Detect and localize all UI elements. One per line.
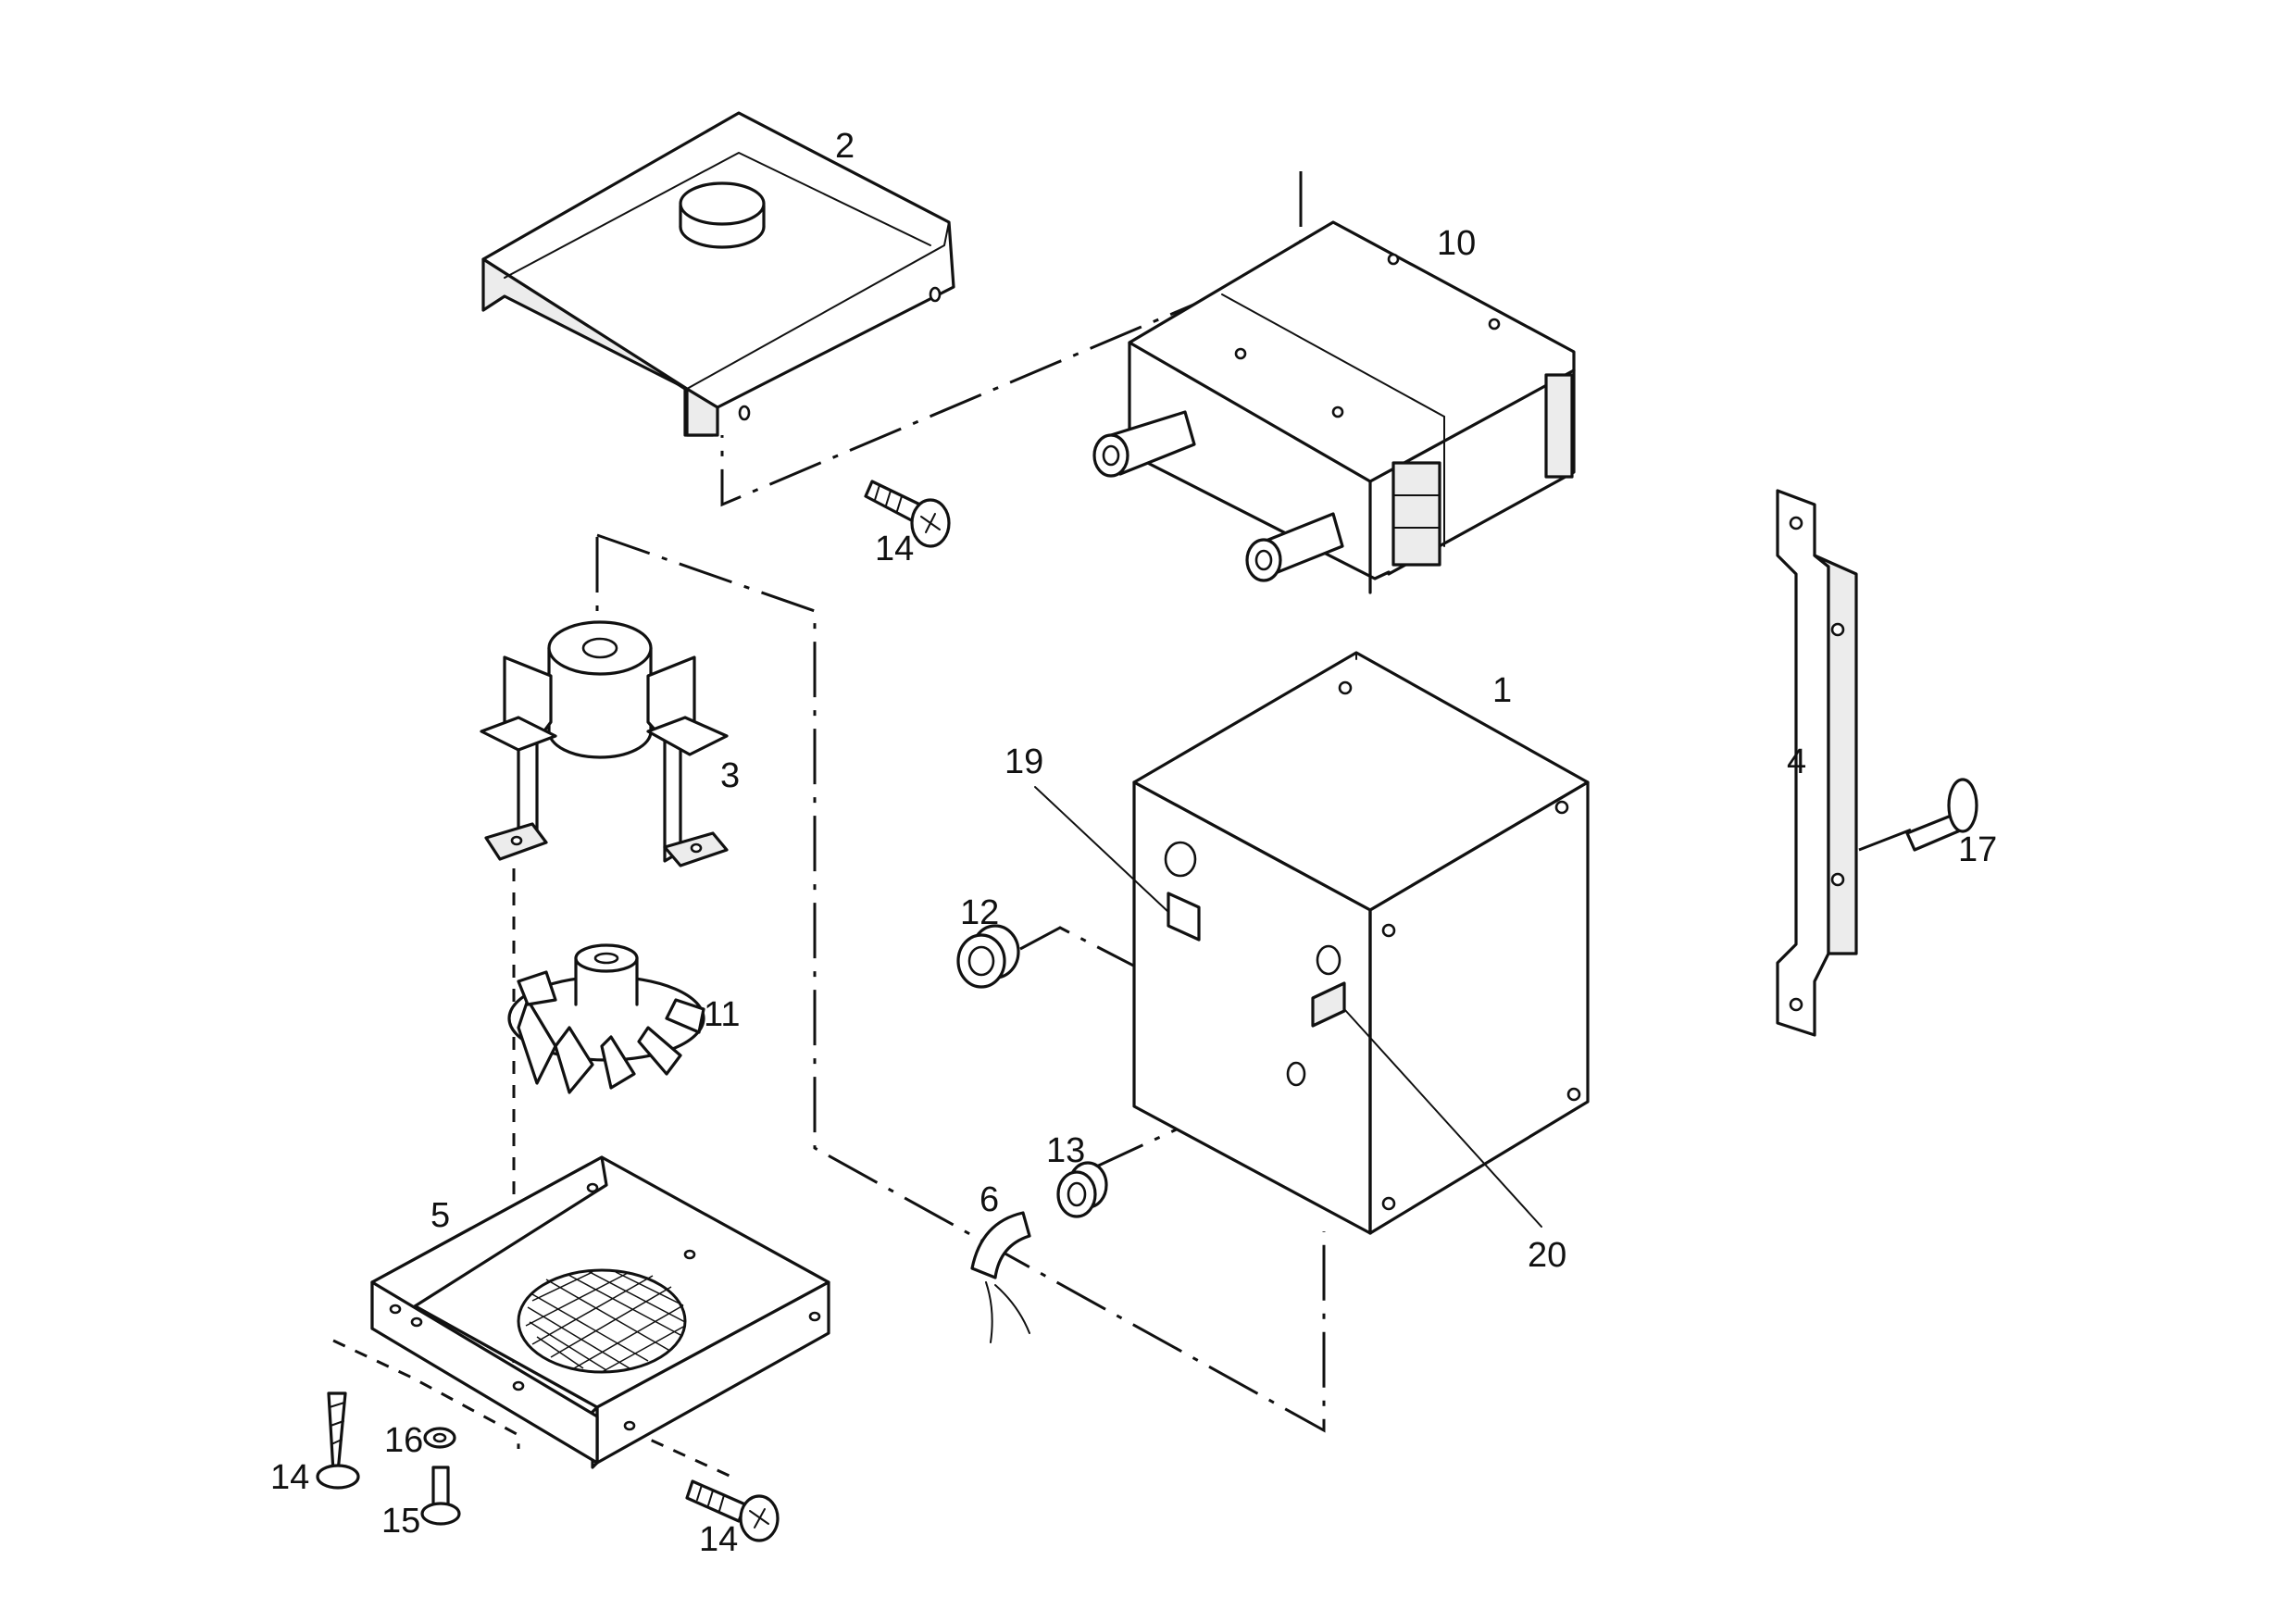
top-cover-duct	[679, 181, 766, 226]
callout-4: 4	[1787, 742, 1806, 781]
screw-14-right	[685, 1479, 780, 1542]
fan-base-plate	[370, 1155, 830, 1469]
callout-12: 12	[960, 893, 999, 932]
mounting-bracket-side	[1813, 554, 1858, 955]
callout-20: 20	[1528, 1236, 1566, 1275]
callout-11: 11	[704, 995, 740, 1034]
cabinet-grommet-hole-lower	[1286, 1061, 1306, 1087]
bracket-arm-right	[646, 716, 729, 756]
cable-6-sleeve	[970, 1211, 1031, 1279]
callout-14-right: 14	[699, 1520, 738, 1559]
base-plate-left-lip	[370, 1280, 599, 1465]
screw-17-head	[1947, 778, 1978, 833]
callout-2: 2	[835, 127, 855, 166]
label-19	[1167, 892, 1201, 942]
cabinet-side-hole	[1164, 841, 1197, 878]
bracket-leg-right	[646, 655, 696, 863]
bracket-arm-left	[480, 716, 557, 752]
top-cover-edge	[686, 221, 950, 390]
fan-blade-1	[517, 998, 557, 1085]
callout-17: 17	[1958, 830, 1997, 869]
callout-19-leader	[1034, 786, 1169, 913]
callout-14-top: 14	[875, 530, 914, 568]
top-cover-body	[481, 111, 955, 437]
callout-6: 6	[980, 1180, 999, 1219]
fan-motor-bracket	[480, 620, 729, 867]
washer-16	[423, 1427, 456, 1449]
grommet-12	[956, 924, 1020, 989]
leader-fan-bracket-to-cabinet	[596, 533, 1326, 1433]
callout-1: 1	[1492, 671, 1512, 710]
fan-blade	[507, 943, 705, 1094]
callout-3: 3	[720, 756, 740, 795]
top-cover	[481, 111, 955, 437]
fan-blade-6	[517, 970, 557, 1006]
base-plate-vent-mesh	[525, 1270, 686, 1373]
fan-blade-3	[600, 1035, 636, 1090]
mounting-bracket	[1776, 489, 1858, 1037]
screw-14-left	[316, 1391, 360, 1490]
cabinet-grommet-hole-upper	[1316, 944, 1341, 976]
cable-6	[970, 1211, 1031, 1343]
screw-15-shank	[431, 1466, 450, 1508]
screw-15	[420, 1466, 461, 1526]
callout-10: 10	[1437, 224, 1476, 263]
callout-13: 13	[1046, 1131, 1085, 1170]
screw-14-left-head	[316, 1464, 360, 1490]
callout-15: 15	[381, 1502, 420, 1541]
leader-screw-17	[1858, 824, 1922, 852]
screw-14-top	[864, 480, 951, 548]
screw-15-head	[420, 1502, 461, 1526]
magnetron-body	[1128, 220, 1576, 580]
base-plate-vent-grille	[517, 1268, 687, 1374]
callout-19: 19	[1004, 742, 1043, 781]
leader-base-screws	[332, 1339, 520, 1449]
fan-blade-2	[554, 1026, 594, 1094]
grommet-13	[1056, 1161, 1108, 1218]
leader-screw-14-right	[629, 1429, 732, 1479]
callout-labels: 1 2 3 4 5 6 10 11 12 13 14 14 14 15 16 1…	[270, 127, 1997, 1559]
top-cover-left-flange	[481, 257, 689, 391]
magnetron	[1092, 220, 1576, 594]
callout-20-leader	[1343, 1008, 1542, 1228]
fan-blade-4	[637, 1026, 682, 1076]
leader-cover-to-magnetron	[720, 171, 1303, 507]
screw-17	[1905, 778, 1978, 852]
label-20	[1311, 981, 1346, 1028]
callout-14-left: 14	[270, 1458, 309, 1497]
top-cover-front-flange	[685, 387, 719, 437]
top-cover-bevel	[504, 152, 931, 279]
screw-14-right-shank	[685, 1479, 747, 1523]
callout-5: 5	[430, 1196, 450, 1235]
magnetron-fins-front	[1391, 461, 1441, 567]
bracket-leg-left	[503, 655, 553, 844]
fan-blade-5	[665, 998, 705, 1034]
cabinet	[1132, 651, 1590, 1235]
callout-16: 16	[384, 1421, 423, 1460]
magnetron-fins-side	[1544, 373, 1574, 479]
